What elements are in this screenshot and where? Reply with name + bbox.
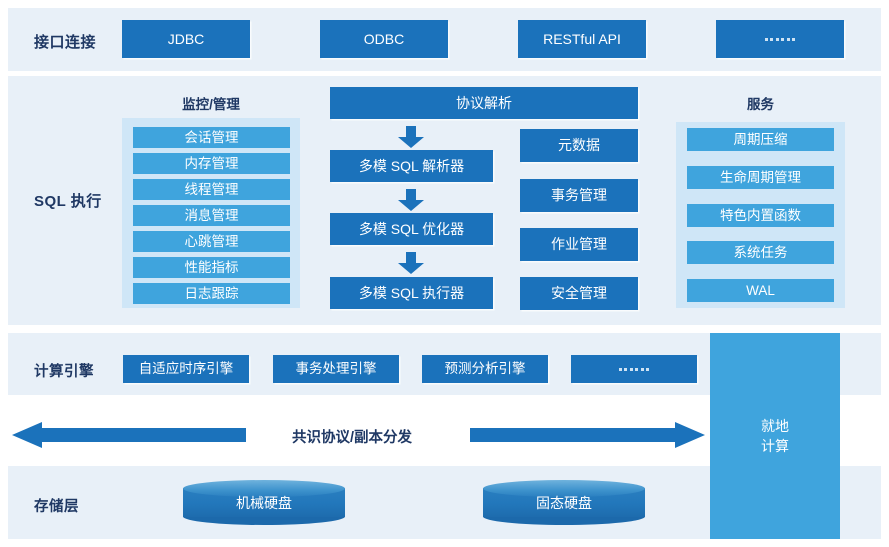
services-item-lifecycle-management[interactable]: 生命周期管理 — [687, 166, 834, 189]
monitoring-item-message-label: 消息管理 — [184, 207, 239, 223]
engine-tile-transaction-processing-label: 事务处理引擎 — [295, 361, 377, 377]
interface-tile-odbc-label: ODBC — [363, 30, 405, 47]
monitoring-item-heartbeat-label: 心跳管理 — [184, 233, 239, 249]
services-item-periodic-compression-label: 周期压缩 — [733, 131, 788, 147]
monitoring-item-memory[interactable]: 内存管理 — [133, 153, 290, 174]
interface-layer-label: 接口连接 — [34, 34, 97, 51]
cylinder-top — [483, 480, 645, 497]
insitu-compute-panel[interactable]: 就地 计算 — [710, 333, 840, 539]
pipeline-stage-executor[interactable]: 多模 SQL 执行器 — [330, 277, 493, 309]
management-tile-job-label: 作业管理 — [551, 236, 607, 253]
management-tile-metadata[interactable]: 元数据 — [520, 129, 638, 162]
arrow-down-icon-2 — [398, 189, 424, 211]
pipeline-stage-parser[interactable]: 多模 SQL 解析器 — [330, 150, 493, 182]
interface-tile-ellipsis[interactable] — [716, 20, 844, 58]
monitoring-item-session-label: 会话管理 — [184, 129, 239, 145]
management-tile-security[interactable]: 安全管理 — [520, 277, 638, 310]
interface-tile-jdbc-label: JDBC — [167, 30, 205, 47]
engine-tile-adaptive-timeseries[interactable]: 自适应时序引擎 — [123, 355, 249, 383]
management-tile-job[interactable]: 作业管理 — [520, 228, 638, 261]
monitoring-item-performance-metrics[interactable]: 性能指标 — [133, 257, 290, 278]
services-item-system-tasks-label: 系统任务 — [733, 244, 788, 260]
monitoring-item-heartbeat[interactable]: 心跳管理 — [133, 231, 290, 252]
consensus-arrow-left-icon — [12, 422, 246, 448]
interface-tile-restful-api-label: RESTful API — [543, 30, 621, 47]
engine-layer-label: 计算引擎 — [34, 364, 94, 380]
ellipsis-icon — [764, 37, 796, 41]
monitoring-item-thread[interactable]: 线程管理 — [133, 179, 290, 200]
monitoring-item-log-trace[interactable]: 日志跟踪 — [133, 283, 290, 304]
arrow-down-icon-1 — [398, 126, 424, 148]
storage-layer-label: 存储层 — [34, 499, 79, 515]
insitu-compute-label-line2: 计算 — [761, 438, 789, 454]
management-tile-metadata-label: 元数据 — [558, 137, 600, 154]
consensus-protocol-label: 共识协议/副本分发 — [292, 430, 413, 446]
arrow-down-icon-3 — [398, 252, 424, 274]
engine-tile-predictive-analytics[interactable]: 预测分析引擎 — [422, 355, 548, 383]
services-item-builtin-functions-label: 特色内置函数 — [720, 207, 801, 223]
services-item-lifecycle-management-label: 生命周期管理 — [720, 169, 801, 185]
sql-layer-label: SQL 执行 — [34, 193, 102, 210]
interface-tile-jdbc[interactable]: JDBC — [122, 20, 250, 58]
engine-tile-predictive-analytics-label: 预测分析引擎 — [444, 361, 526, 377]
monitoring-item-thread-label: 线程管理 — [184, 181, 239, 197]
pipeline-stage-optimizer-label: 多模 SQL 优化器 — [358, 220, 465, 237]
services-item-wal-label: WAL — [746, 282, 775, 298]
pipeline-stage-optimizer[interactable]: 多模 SQL 优化器 — [330, 213, 493, 245]
services-item-periodic-compression[interactable]: 周期压缩 — [687, 128, 834, 151]
management-tile-transaction[interactable]: 事务管理 — [520, 179, 638, 212]
storage-disk-ssd[interactable]: 固态硬盘 — [483, 480, 645, 525]
consensus-arrow-right-icon — [470, 422, 705, 448]
pipeline-header-protocol-parsing[interactable]: 协议解析 — [330, 87, 638, 119]
pipeline-stage-parser-label: 多模 SQL 解析器 — [358, 157, 465, 174]
monitoring-group-title: 监控/管理 — [182, 97, 240, 112]
cylinder-top — [183, 480, 345, 497]
engine-tile-adaptive-timeseries-label: 自适应时序引擎 — [138, 361, 234, 377]
insitu-compute-label-line1: 就地 — [761, 417, 789, 434]
monitoring-item-memory-label: 内存管理 — [184, 155, 239, 171]
storage-disk-hdd-label: 机械硬盘 — [236, 494, 292, 511]
monitoring-item-message[interactable]: 消息管理 — [133, 205, 290, 226]
services-item-wal[interactable]: WAL — [687, 279, 834, 302]
services-group-title: 服务 — [747, 97, 774, 112]
engine-tile-transaction-processing[interactable]: 事务处理引擎 — [273, 355, 399, 383]
ellipsis-icon — [618, 367, 650, 371]
monitoring-item-log-trace-label: 日志跟踪 — [184, 285, 239, 301]
interface-tile-restful-api[interactable]: RESTful API — [518, 20, 646, 58]
pipeline-header-label: 协议解析 — [456, 94, 512, 111]
monitoring-item-performance-metrics-label: 性能指标 — [184, 259, 239, 275]
services-item-builtin-functions[interactable]: 特色内置函数 — [687, 204, 834, 227]
services-item-system-tasks[interactable]: 系统任务 — [687, 241, 834, 264]
interface-tile-odbc[interactable]: ODBC — [320, 20, 448, 58]
storage-disk-hdd[interactable]: 机械硬盘 — [183, 480, 345, 525]
management-tile-transaction-label: 事务管理 — [551, 187, 607, 204]
pipeline-stage-executor-label: 多模 SQL 执行器 — [358, 284, 465, 301]
management-tile-security-label: 安全管理 — [551, 285, 607, 302]
storage-disk-ssd-label: 固态硬盘 — [536, 494, 592, 511]
engine-tile-ellipsis[interactable] — [571, 355, 697, 383]
monitoring-item-session[interactable]: 会话管理 — [133, 127, 290, 148]
